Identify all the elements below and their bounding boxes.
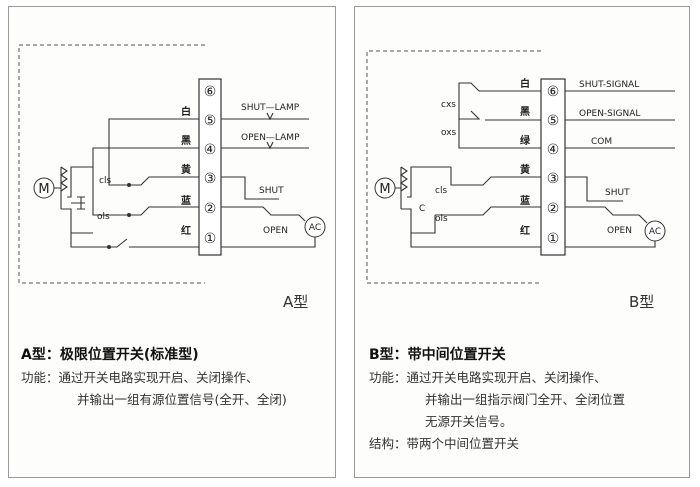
- wire-color-green: 绿: [520, 134, 531, 147]
- terminal-2: ②: [204, 201, 217, 217]
- ac-label: AC: [309, 223, 321, 233]
- wire-color-red: 红: [520, 224, 530, 237]
- shut-label: SHUT: [259, 186, 284, 196]
- function-label-a: 功能：: [21, 370, 59, 385]
- capacitor-a: [71, 196, 85, 210]
- wire-white: [108, 118, 199, 167]
- wire-color-blue: 蓝: [181, 194, 191, 207]
- com-label: COM: [591, 137, 612, 147]
- terminal-block-b: [540, 78, 566, 256]
- wire-color-black: 黑: [520, 106, 530, 118]
- description-b: B型：带中间位置开关 功能：通过开关电路实现开启、关闭操作、 并输出一组指示阀门…: [369, 343, 625, 455]
- wire-color-white: 白: [520, 77, 530, 90]
- function-line-b-1: 通过开关电路实现开启、关闭操作、: [406, 370, 607, 385]
- wire-color-yellow: 黄: [181, 163, 191, 176]
- switch-label-oxs: oxs: [441, 128, 457, 138]
- wire-color-black: 黑: [181, 135, 191, 147]
- wire-yellow-cls: [129, 176, 199, 186]
- terminal-3: ③: [204, 171, 217, 187]
- switch-label-cls: cls: [435, 186, 447, 196]
- open-lamp-label: OPEN—LAMP: [241, 133, 300, 143]
- open-label: OPEN: [607, 226, 632, 236]
- switch-red: [109, 238, 199, 248]
- wire-color-white: 白: [181, 105, 191, 118]
- title-b: B型：带中间位置开关: [369, 347, 506, 363]
- wire-blue-ols: [129, 206, 199, 216]
- dashed-enclosure-a: [18, 44, 205, 284]
- switch-label-cxs: cxs: [441, 100, 456, 110]
- switch-label-ols: ols: [435, 214, 448, 224]
- shut-signal-label: SHUT-SIGNAL: [579, 80, 639, 90]
- terminal-6: ⑥: [547, 84, 560, 100]
- open-lamp-icon: [266, 141, 274, 150]
- type-label-a: A型: [283, 293, 309, 311]
- open-label: OPEN: [263, 226, 288, 236]
- shut-label: SHUT: [605, 188, 630, 198]
- type-label-b: B型: [629, 293, 655, 311]
- terminal-2: ②: [547, 201, 560, 217]
- terminal-3: ③: [547, 171, 560, 187]
- terminal-4: ④: [547, 142, 560, 158]
- terminal-4: ④: [204, 142, 217, 158]
- structure-label-b: 结构：: [369, 436, 407, 451]
- switch-label-ols: ols: [97, 212, 110, 222]
- capacitor-label: C: [419, 204, 425, 214]
- function-label-b: 功能：: [369, 370, 407, 385]
- terminal-1: ①: [204, 231, 217, 247]
- terminal-5: ⑤: [204, 113, 217, 129]
- terminal-1: ①: [547, 231, 560, 247]
- wire-color-blue: 蓝: [520, 194, 530, 207]
- switch-label-cls: cls: [99, 176, 111, 186]
- terminal-5: ⑤: [547, 113, 560, 129]
- motor-label: M: [379, 182, 390, 197]
- shut-lamp-icon: [266, 112, 274, 121]
- function-line-a-2: 并输出一组有源位置信号(全开、全闭): [77, 392, 287, 407]
- description-a: A型：极限位置开关(标准型) 功能：通过开关电路实现开启、关闭操作、 并输出一组…: [21, 343, 287, 411]
- wiring-diagram-b: ⑥ ⑤ ④ ③ ② ① 白 黑 绿 黄 蓝 红 cxs oxs cls ols …: [366, 50, 675, 284]
- wiring-diagram-a: ⑥ ⑤ ④ ③ ② ① 白 黑 黄 蓝 红 cls ols M: [18, 44, 326, 284]
- wire-color-yellow: 黄: [520, 163, 530, 176]
- structure-text-b: 带两个中间位置开关: [406, 436, 520, 451]
- dashed-enclosure-b: [366, 50, 541, 284]
- motor-label: M: [38, 182, 49, 197]
- title-a: A型：极限位置开关(标准型): [21, 347, 199, 363]
- ac-label: AC: [649, 227, 661, 237]
- terminal-6: ⑥: [204, 84, 217, 100]
- function-line-b-3: 无源开关信号。: [425, 414, 513, 429]
- function-line-b-2: 并输出一组指示阀门全开、全闭位置: [425, 392, 626, 407]
- wire-black: [92, 147, 199, 203]
- terminal-block-a: [198, 78, 222, 256]
- panel-a: ⑥ ⑤ ④ ③ ② ① 白 黑 黄 蓝 红 cls ols M: [8, 6, 336, 478]
- function-line-a-1: 通过开关电路实现开启、关闭操作、: [58, 370, 259, 385]
- wire-color-red: 红: [181, 224, 191, 237]
- open-signal-label: OPEN-SIGNAL: [579, 109, 640, 119]
- panel-b: ⑥ ⑤ ④ ③ ② ① 白 黑 绿 黄 蓝 红 cxs oxs cls ols …: [354, 6, 690, 478]
- shut-lamp-label: SHUT—LAMP: [241, 103, 300, 113]
